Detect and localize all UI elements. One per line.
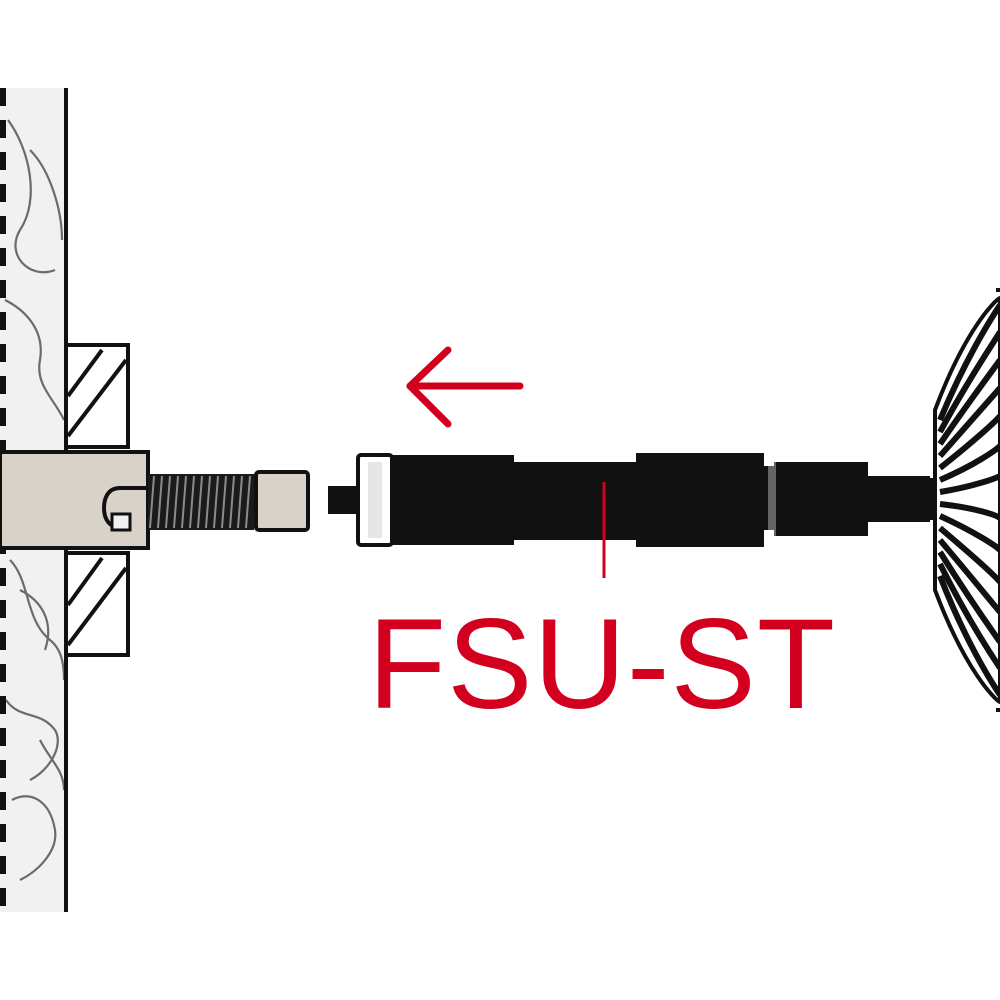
setting-tool-icon (328, 453, 930, 547)
anchor-bolt-icon (0, 450, 310, 550)
fixture-plate-icon (64, 343, 130, 657)
product-label: FSU-ST (368, 593, 836, 736)
arrow-left-icon (406, 346, 524, 428)
drill-chuck-icon (922, 288, 1000, 712)
